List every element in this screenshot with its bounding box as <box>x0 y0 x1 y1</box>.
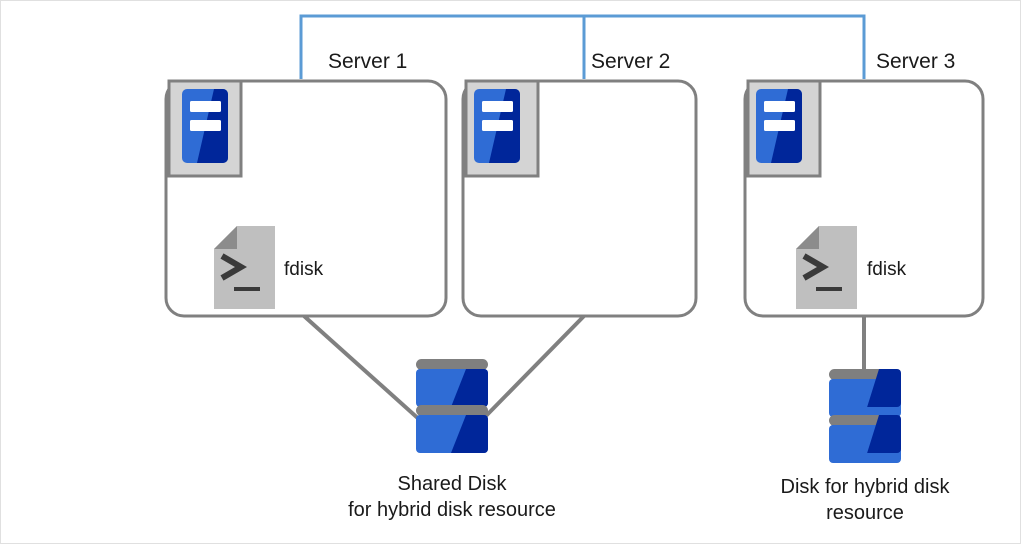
server-1-group[interactable]: fdisk Server 1 <box>164 50 448 318</box>
server-icon <box>464 79 540 178</box>
server-3-group[interactable]: fdisk Server 3 <box>743 50 985 318</box>
server-3-fdisk-label: fdisk <box>867 259 907 280</box>
connector-server2-to-shared-disk <box>479 314 586 423</box>
fdisk-icon <box>214 226 275 309</box>
server-3-label: Server 3 <box>876 50 955 73</box>
server-group-bracket <box>299 14 866 79</box>
fdisk-icon <box>796 226 857 309</box>
disk-stack-icon <box>416 359 488 453</box>
server-2-label: Server 2 <box>591 50 670 73</box>
hybrid-disk-group[interactable]: Disk for hybrid disk resource <box>781 369 951 524</box>
server-1-label: Server 1 <box>328 50 407 73</box>
server-icon <box>746 79 822 178</box>
shared-disk-caption-line-1: Shared Disk <box>398 473 508 495</box>
connector-server1-to-shared-disk <box>302 314 423 423</box>
shared-disk-caption-line-2: for hybrid disk resource <box>348 499 556 521</box>
server-1-fdisk-label: fdisk <box>284 259 324 280</box>
shared-disk-group[interactable]: Shared Disk for hybrid disk resource <box>348 359 556 521</box>
hybrid-disk-caption-line-2: resource <box>826 502 904 524</box>
hybrid-disk-caption-line-1: Disk for hybrid disk <box>781 476 951 498</box>
connector-lines <box>302 314 866 423</box>
disk-stack-icon <box>829 369 901 463</box>
server-icon <box>167 79 243 178</box>
server-2-group[interactable]: Server 2 <box>461 50 698 318</box>
